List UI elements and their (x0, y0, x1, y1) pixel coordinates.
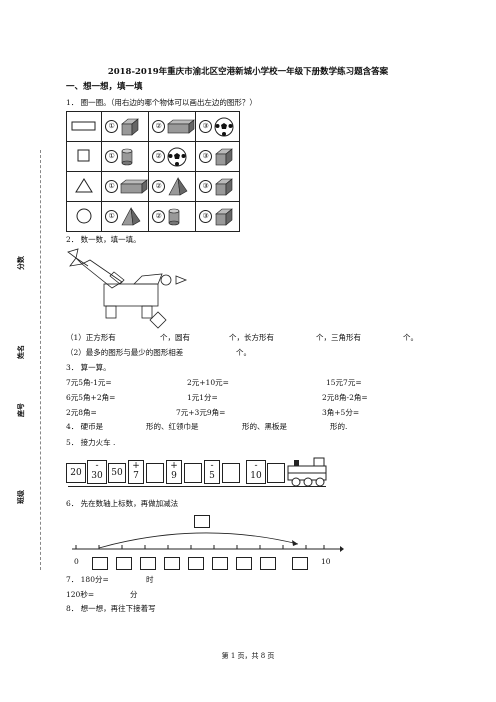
question-8: 8． 想一想，再往下接着写 (66, 604, 156, 613)
question-1: 1． 圈一圈。（用右边的哪个物体可以画出左边的图形？） (66, 98, 257, 107)
binding-line (40, 150, 41, 570)
cylinder-icon (121, 148, 133, 165)
cuboid-icon (120, 178, 148, 194)
option-2[interactable]: ② (152, 150, 166, 163)
train-car: -30 (87, 460, 107, 484)
option-2[interactable]: ② (152, 210, 166, 223)
numberline-start-label: 0 (74, 557, 79, 566)
calc-item: 2元+10元= (187, 378, 229, 387)
soccer-ball-icon (167, 147, 187, 166)
option-1[interactable]: ① (105, 210, 119, 223)
question-7b: 120秒= (66, 590, 95, 599)
soccer-ball-icon (214, 117, 234, 136)
option-3[interactable]: ③ (199, 210, 213, 223)
numberline-end-label: 10 (321, 557, 331, 566)
page-title: 2018-2019年重庆市渝北区空港新城小学校一年级下册数学练习题含答案 (107, 67, 389, 77)
pyramid-icon (121, 206, 141, 225)
shape-figure-giraffe (67, 248, 188, 329)
option-1[interactable]: ① (105, 150, 119, 163)
name-label: 姓名 (16, 345, 25, 359)
class-label: 班级 (16, 490, 25, 504)
q2-line1-c: 个，长方形有 (229, 333, 274, 342)
train-car-blank[interactable] (222, 463, 240, 483)
numberline-box[interactable] (116, 557, 132, 570)
option-3[interactable]: ③ (199, 150, 213, 163)
q2-line2-b: 个。 (236, 348, 251, 357)
answer-box-top[interactable] (194, 515, 210, 528)
q2-line1-a: （1）正方形有 (66, 333, 116, 342)
numberline-box[interactable] (140, 557, 156, 570)
train-car: -10 (246, 460, 266, 484)
locomotive-icon (287, 457, 327, 487)
shape-rectangle (65, 111, 103, 142)
option-3[interactable]: ③ (199, 180, 213, 193)
q4-a: 4． 硬币是 (66, 422, 104, 431)
cube-icon (215, 147, 233, 166)
page-footer: 第 1 页，共 8 页 (221, 652, 275, 660)
numberline-box[interactable] (236, 557, 252, 570)
shape-circle (65, 201, 103, 232)
cube-icon (215, 177, 233, 196)
calc-item: 3角+5分= (322, 408, 360, 417)
calc-item: 2元8角-2角= (322, 393, 368, 402)
numberline-box[interactable] (92, 557, 108, 570)
cylinder-icon (168, 208, 180, 225)
q7b-unit: 分 (130, 590, 138, 599)
question-2: 2． 数一数，填一填。 (66, 235, 141, 244)
numberline-box[interactable] (212, 557, 228, 570)
train-car-blank[interactable] (267, 463, 285, 483)
question-7: 7． 180分= (66, 575, 109, 584)
q4-c: 形的、黑板是 (242, 422, 287, 431)
shape-square (65, 141, 103, 172)
calc-item: 7元+3元9角= (176, 408, 226, 417)
numberline-box[interactable] (292, 557, 308, 570)
calc-item: 7元5角-1元= (66, 378, 112, 387)
option-2[interactable]: ② (152, 180, 166, 193)
train-car-start: 20 (66, 463, 86, 483)
score-label: 分数 (16, 256, 25, 270)
shape-triangle (65, 171, 103, 202)
option-2[interactable]: ② (152, 120, 166, 133)
calc-item: 15元7元= (326, 378, 362, 387)
number-line (72, 532, 344, 552)
option-1[interactable]: ① (105, 180, 119, 193)
pyramid-icon (168, 176, 188, 195)
calc-item: 2元8角= (66, 408, 97, 417)
q2-line1-e: 个。 (403, 333, 418, 342)
calc-item: 6元5角+2角= (66, 393, 116, 402)
numberline-box[interactable] (188, 557, 204, 570)
cube-icon (121, 117, 139, 136)
train-car: +7 (128, 460, 144, 484)
option-1[interactable]: ① (105, 120, 119, 133)
train-car: -5 (204, 460, 220, 484)
q4-b: 形的、红领巾是 (146, 422, 199, 431)
numberline-box[interactable] (260, 557, 276, 570)
numberline-box[interactable] (164, 557, 180, 570)
question-3: 3． 算一算。 (66, 363, 111, 372)
question-6: 6． 先在数轴上标数，再做加减法 (66, 499, 179, 508)
relay-train: 20 -30 50 +7 +9 -5 -10 (66, 457, 330, 488)
calc-item: 1元1分= (187, 393, 218, 402)
q7-unit: 时 (146, 575, 154, 584)
q4-d: 形的. (330, 422, 348, 431)
q2-line1-b: 个，圆有 (160, 333, 190, 342)
train-car: 50 (108, 463, 126, 483)
q2-line1-d: 个，三角形有 (316, 333, 361, 342)
q2-line2-a: （2）最多的图形与最少的图形相差 (66, 348, 184, 357)
section-heading: 一、想一想，填一填 (66, 82, 143, 92)
option-3[interactable]: ③ (199, 120, 213, 133)
train-car-blank[interactable] (184, 463, 202, 483)
cube-icon (215, 207, 233, 226)
shape-matching-table: ① ② ③ ① ② ③ ① ② ③ ① ② (65, 111, 240, 232)
question-5: 5． 接力火车 . (66, 438, 116, 447)
seat-label: 座号 (16, 403, 25, 417)
train-car: +9 (166, 460, 182, 484)
cuboid-icon (167, 118, 195, 134)
train-car-blank[interactable] (146, 463, 164, 483)
